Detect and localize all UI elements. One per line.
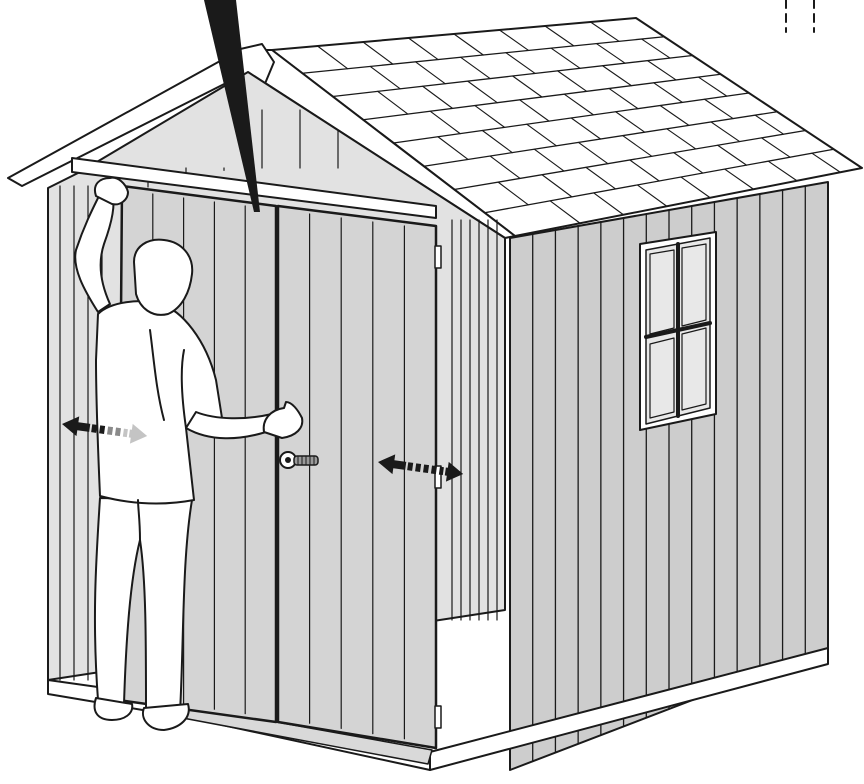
dashed-guide-marks <box>786 0 814 32</box>
door-right <box>278 206 436 748</box>
door-hinge-bottom <box>435 706 441 728</box>
person-shoe-right <box>143 704 189 730</box>
shed-side-wall <box>510 182 828 770</box>
side-window <box>640 232 716 430</box>
door-hinge-top <box>435 246 441 268</box>
